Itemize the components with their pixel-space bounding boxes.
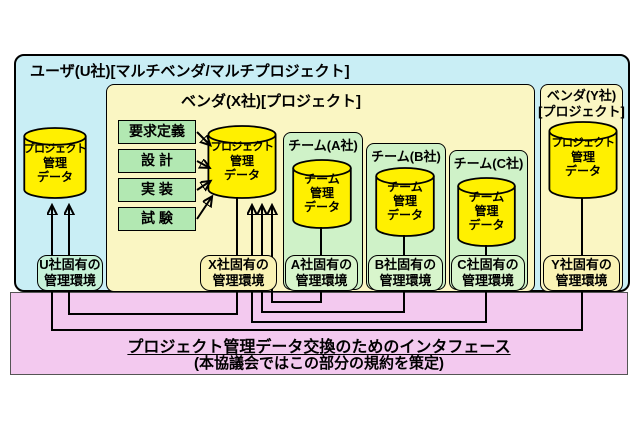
team-c-title: チーム(C社) bbox=[453, 156, 524, 171]
process-box-test: 試 験 bbox=[118, 207, 196, 231]
cylinder-label-line: プロジェクト bbox=[23, 143, 88, 155]
cylinder-label: プロジェクト 管理 データ bbox=[548, 122, 618, 212]
cylinder-label-line: チーム bbox=[468, 190, 505, 204]
process-box-requirements: 要求定義 bbox=[118, 120, 196, 144]
cylinder-label-line: プロジェクト bbox=[551, 137, 616, 149]
cylinder-label-line: プロジェクト bbox=[210, 141, 275, 153]
cylinder-label-line: データ bbox=[303, 200, 340, 214]
env-label-line: 管理環境 bbox=[43, 273, 96, 288]
env-label-line: 管理環境 bbox=[555, 273, 608, 288]
env-label-line: 管理環境 bbox=[379, 273, 432, 288]
vendor-y-title-line2: [プロジェクト] bbox=[538, 104, 625, 119]
vendor-x-title: ベンダ(X社)[プロジェクト] bbox=[181, 93, 361, 110]
cylinder-shape bbox=[548, 122, 618, 198]
user-box-title: ユーザ(U社)[マルチベンダ/マルチプロジェクト] bbox=[30, 63, 350, 80]
cylinder-label-line: チーム bbox=[387, 180, 423, 194]
interface-subtitle: (本協議会ではこの部分の規約を策定) bbox=[194, 355, 444, 372]
cylinder-shape bbox=[23, 128, 87, 198]
team-a-db-cylinder: チーム 管理 データ bbox=[292, 160, 352, 228]
cylinder-label-line: データ bbox=[223, 168, 260, 182]
env-label-line: U社固有の bbox=[39, 257, 101, 272]
cylinder-label-line: データ bbox=[36, 170, 73, 184]
process-box-implementation: 実 装 bbox=[118, 178, 196, 202]
cylinder-label: プロジェクト 管理 データ bbox=[23, 128, 88, 212]
env-label-line: X社固有の bbox=[208, 257, 269, 272]
env-label-line: B社固有の bbox=[374, 257, 437, 272]
env-label-line: A社固有の bbox=[290, 257, 353, 272]
cylinder-label: プロジェクト 管理 データ bbox=[207, 126, 277, 212]
user-project-db-cylinder: プロジェクト 管理 データ bbox=[23, 128, 87, 198]
cylinder-label: チーム 管理 データ bbox=[292, 160, 352, 240]
team-c-db-cylinder: チーム 管理 データ bbox=[457, 178, 516, 246]
vendor-x-project-db-cylinder: プロジェクト 管理 データ bbox=[207, 126, 277, 198]
cylinder-label-line: 管理 bbox=[229, 154, 254, 168]
cylinder-label-line: 管理 bbox=[392, 194, 417, 208]
cylinder-label-line: 管理 bbox=[309, 186, 334, 200]
team-b-title: チーム(B社) bbox=[371, 149, 441, 164]
vendor-y-project-db-cylinder: プロジェクト 管理 データ bbox=[548, 122, 618, 198]
cylinder-label-line: 管理 bbox=[570, 150, 595, 164]
env-label-c: C社固有の 管理環境 bbox=[451, 255, 525, 291]
env-label-x: X社固有の 管理環境 bbox=[200, 255, 277, 291]
env-label-line: 管理環境 bbox=[295, 273, 348, 288]
cylinder-label-line: データ bbox=[468, 218, 505, 232]
team-b-db-cylinder: チーム 管理 データ bbox=[375, 168, 435, 236]
team-a-title: チーム(A社) bbox=[288, 138, 358, 153]
cylinder-label-line: チーム bbox=[304, 172, 340, 186]
cylinder-label: チーム 管理 データ bbox=[457, 178, 516, 258]
env-label-line: 管理環境 bbox=[212, 273, 265, 288]
cylinder-label-line: 管理 bbox=[474, 204, 499, 218]
process-box-design: 設 計 bbox=[118, 149, 196, 173]
cylinder-label-line: データ bbox=[564, 164, 601, 178]
env-label-line: 管理環境 bbox=[461, 273, 514, 288]
env-label-line: C社固有の bbox=[457, 257, 519, 272]
env-label-line: Y社固有の bbox=[551, 257, 612, 272]
vendor-y-title-line1: ベンダ(Y社) bbox=[546, 88, 617, 103]
vendor-y-title: ベンダ(Y社) [プロジェクト] bbox=[538, 88, 625, 120]
cylinder-label-line: 管理 bbox=[42, 156, 67, 170]
interface-box: プロジェクト管理データ交換のためのインタフェース (本協議会ではこの部分の規約を… bbox=[10, 292, 628, 375]
interface-title: プロジェクト管理データ交換のためのインタフェース bbox=[127, 339, 511, 356]
cylinder-label-line: データ bbox=[386, 208, 423, 222]
env-label-a: A社固有の 管理環境 bbox=[285, 255, 358, 291]
env-label-b: B社固有の 管理環境 bbox=[368, 255, 443, 291]
cylinder-label: チーム 管理 データ bbox=[375, 168, 435, 248]
env-label-u: U社固有の 管理環境 bbox=[37, 255, 103, 291]
env-label-y: Y社固有の 管理環境 bbox=[543, 255, 620, 291]
